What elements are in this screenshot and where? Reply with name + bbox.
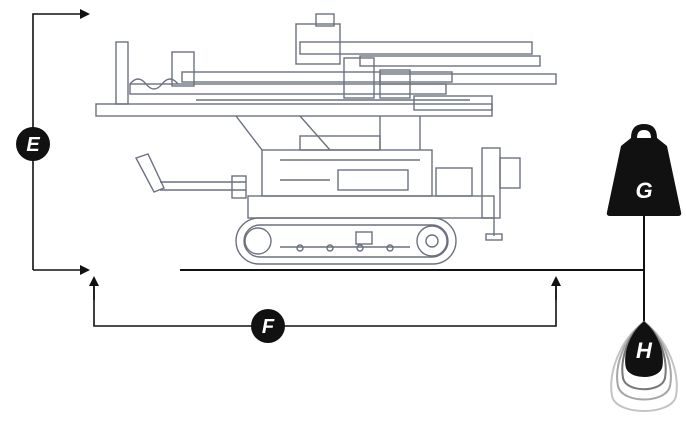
label-f: F [262,316,275,338]
operator-handle [134,153,247,199]
drilling-rig-illustration [95,13,557,265]
dimension-e-top-arrow [32,9,90,270]
pendulum-h: H [610,320,678,412]
label-h: H [636,338,653,363]
dimension-f: F [89,276,561,343]
dimension-e: E [16,9,90,275]
badge-e: E [16,127,50,161]
dimension-f-bracket [93,282,557,327]
badge-f: F [251,309,285,343]
mast-boom [95,13,557,151]
crawler-track [235,217,457,265]
weight-icon [606,124,682,216]
chassis [247,135,521,241]
pendulum-icon [610,320,678,412]
label-e: E [26,134,40,156]
weight-g: G [606,124,682,342]
label-g: G [635,178,652,203]
